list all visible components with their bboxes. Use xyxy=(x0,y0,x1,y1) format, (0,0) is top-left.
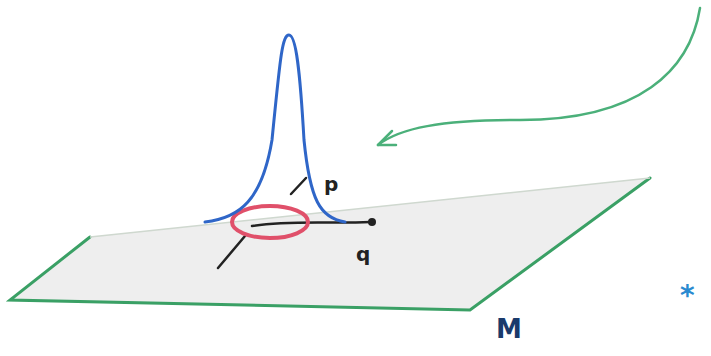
axis-line xyxy=(218,236,245,268)
plane-back-edge xyxy=(90,178,650,237)
red-loop xyxy=(232,206,308,238)
arrow-head xyxy=(378,131,396,145)
p-axis xyxy=(291,178,306,194)
plane-shading xyxy=(10,178,650,310)
point-dot xyxy=(368,218,376,226)
star-mark: * xyxy=(680,282,695,310)
position-label: q xyxy=(356,244,370,264)
pointer-arrow xyxy=(378,8,700,145)
bell-curve xyxy=(205,35,345,222)
momentum-label: p xyxy=(324,174,338,194)
q-axis xyxy=(252,222,370,226)
manifold-label: M xyxy=(496,316,522,342)
plane-outline xyxy=(10,178,650,310)
